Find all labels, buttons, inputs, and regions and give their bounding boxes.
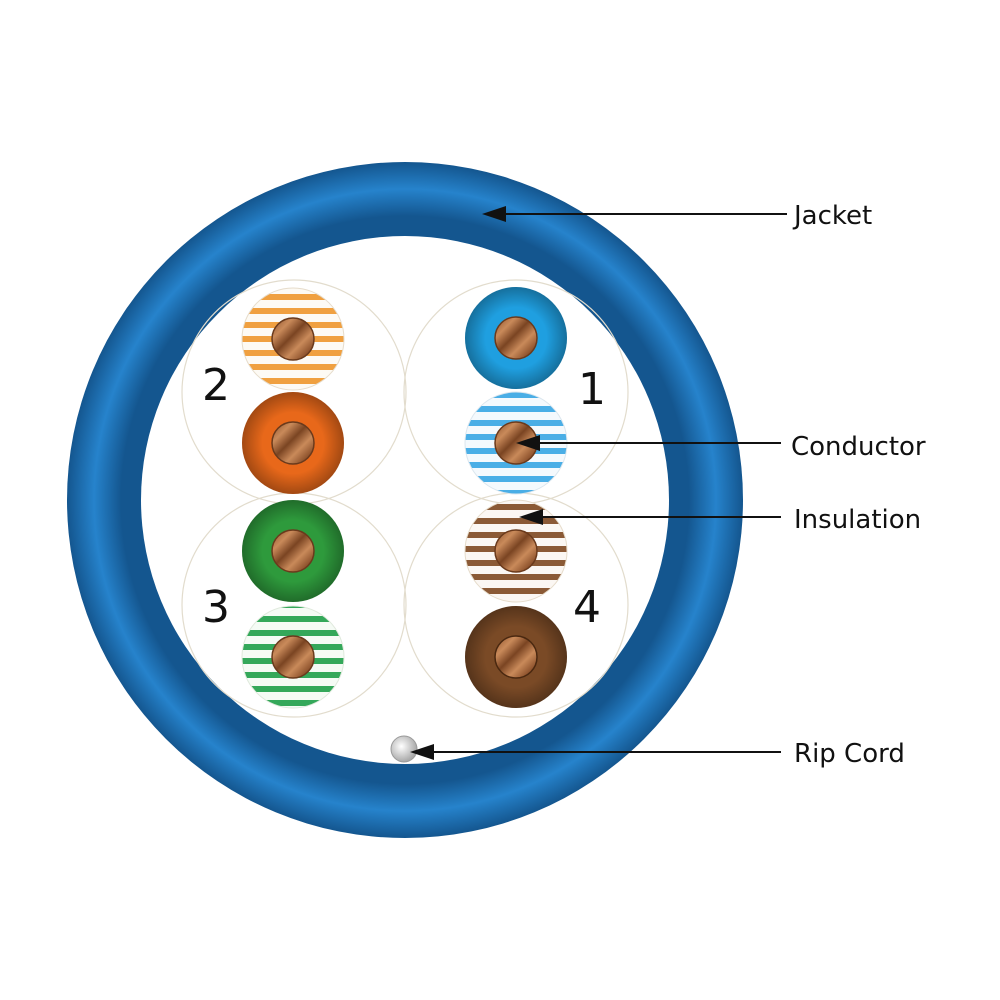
wire-orange <box>242 392 344 494</box>
insulation-label: Insulation <box>794 505 921 535</box>
rip-cord <box>390 735 418 763</box>
wire-white-green <box>241 605 345 709</box>
conductor-label: Conductor <box>791 432 926 462</box>
pair-3 <box>241 500 345 709</box>
leader-jacket <box>482 206 787 222</box>
pair-number-4: 4 <box>573 582 601 633</box>
leader-rip-cord <box>410 744 781 760</box>
pair-4 <box>464 499 568 708</box>
pair-number-1: 1 <box>578 364 606 415</box>
wire-white-orange <box>241 287 345 391</box>
rip-cord-label: Rip Cord <box>794 739 905 769</box>
wire-brown <box>465 606 567 708</box>
pair-number-3: 3 <box>202 582 230 633</box>
leader-insulation <box>519 509 781 525</box>
wire-white-brown <box>464 499 568 603</box>
wire-blue <box>465 287 567 389</box>
pair-number-2: 2 <box>202 360 230 411</box>
wire-green <box>242 500 344 602</box>
jacket-label: Jacket <box>792 201 872 231</box>
pair-2 <box>241 287 345 494</box>
leader-conductor <box>516 435 781 451</box>
